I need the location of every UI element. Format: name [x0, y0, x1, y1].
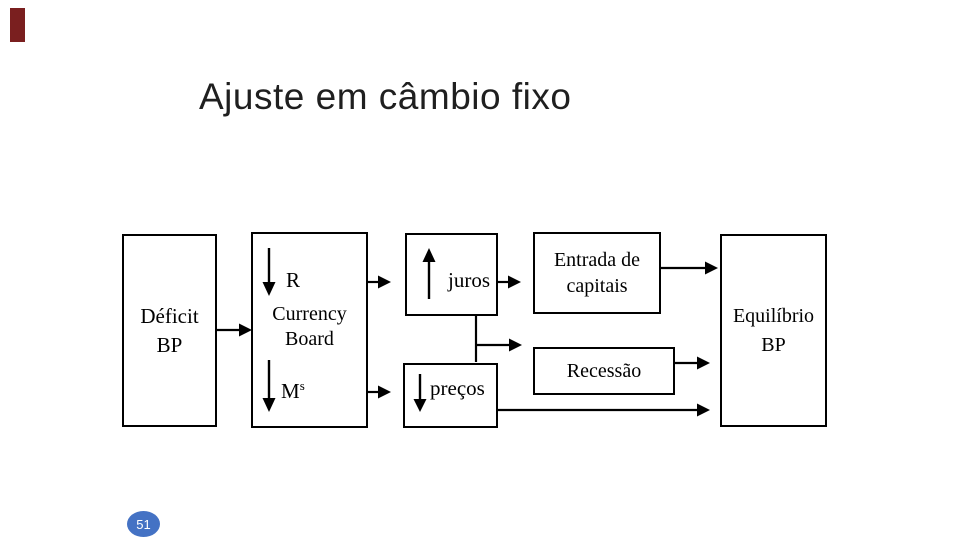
node-label-line: BP: [761, 333, 786, 356]
node-label-line: Entrada de: [553, 249, 641, 271]
slide-title: Ajuste em câmbio fixo: [199, 76, 572, 117]
node-equilibrio-bp: Equilíbrio BP: [720, 234, 827, 427]
arrow-deficit-to-currency: [217, 323, 252, 337]
node-label-line: BP: [156, 332, 183, 357]
slide-accent-mark: [10, 8, 25, 42]
node-deficit-bp: Déficit BP: [122, 234, 217, 427]
node-entrada-capitais: Entrada de capitais: [533, 232, 661, 314]
node-label-line: Déficit: [140, 303, 199, 328]
arrow-entrada-to-equilibrio: [661, 261, 718, 275]
node-currency-board: R Currency Board Ms: [251, 232, 368, 428]
arrow-precos-to-equilibrio: [498, 403, 710, 417]
node-label: preços: [430, 376, 485, 400]
node-label: Currency Board: [272, 303, 347, 350]
arrow-juros-to-recessao: [474, 316, 522, 362]
arrow-recessao-to-equilibrio: [675, 356, 710, 370]
node-label-line: capitais: [566, 275, 628, 297]
node-label-line: Equilíbrio: [732, 304, 815, 327]
up-arrow-icon: [422, 248, 436, 299]
page-number-badge: 51: [127, 511, 160, 537]
arrow-currency-to-precos: [368, 385, 391, 399]
down-arrow-icon: [413, 374, 427, 412]
node-label: juros: [448, 268, 490, 292]
node-juros: juros: [405, 233, 498, 316]
page-number: 51: [136, 516, 151, 532]
node-precos: preços: [403, 363, 498, 428]
down-arrow-icon: [262, 360, 276, 412]
reserves-label: R: [286, 268, 301, 292]
money-supply-label: Ms: [281, 378, 305, 403]
arrow-currency-to-juros: [368, 275, 391, 289]
node-label: Recessão: [566, 359, 642, 382]
node-recessao: Recessão: [533, 347, 675, 395]
arrow-juros-to-entrada: [498, 275, 521, 289]
down-arrow-icon: [262, 248, 276, 296]
